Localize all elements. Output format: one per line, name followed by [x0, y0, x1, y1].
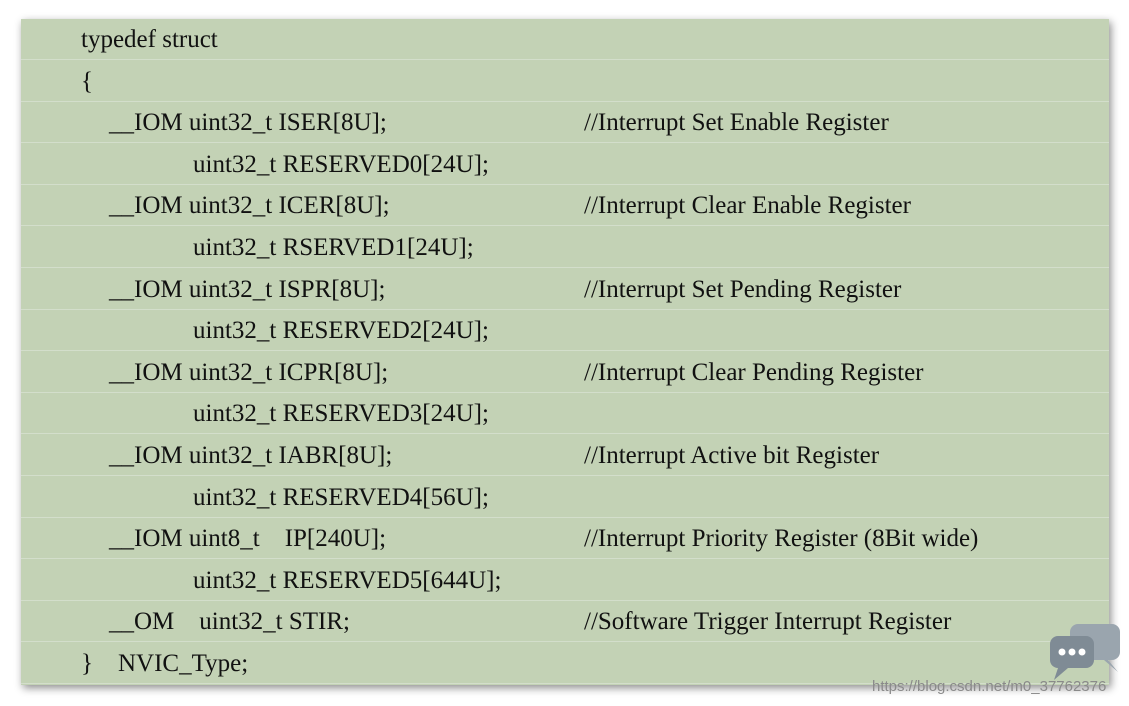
code-panel: typedef struct { __IOM uint32_t ISER[8U]; /… [21, 19, 1109, 685]
chat-bubbles-icon [1050, 624, 1120, 680]
code-text: uint32_t RSERVED1[24U]; [193, 234, 474, 261]
code-text: typedef struct [81, 26, 218, 53]
code-text: __IOM uint32_t ICER[8U]; [109, 192, 390, 220]
code-line: __IOM uint32_t ISPR[8U]; //Interrupt Set … [21, 269, 1109, 310]
code-text: uint32_t RESERVED0[24U]; [193, 150, 489, 178]
code-text: __IOM uint32_t IABR[8U]; [109, 442, 393, 469]
code-line: uint32_t RESERVED0[24U]; [21, 144, 1109, 185]
code-line: __IOM uint32_t ICPR[8U]; //Interrupt Clea… [21, 352, 1109, 393]
code-line: __IOM uint32_t ISER[8U]; //Interrupt Set … [21, 102, 1109, 144]
code-text: __OM uint32_t STIR; [109, 608, 350, 636]
code-text: } NVIC_Type; [81, 650, 249, 677]
code-line: } NVIC_Type; [21, 643, 1109, 684]
code-text: uint32_t RESERVED4[56U]; [193, 483, 489, 511]
code-line: __IOM uint8_t IP[240U]; //Interrupt Prior… [21, 518, 1109, 560]
code-text: __IOM uint8_t IP[240U]; [109, 525, 387, 553]
code-line: uint32_t RSERVED1[24U]; [21, 227, 1109, 268]
code-comment: //Interrupt Set Enable Register [584, 109, 889, 137]
code-line: uint32_t RESERVED4[56U]; [21, 477, 1109, 518]
code-line: __OM uint32_t STIR; //Software Trigger In… [21, 601, 1109, 643]
watermark-url: https://blog.csdn.net/m0_37762376 [872, 678, 1107, 695]
code-comment: //Software Trigger Interrupt Register [584, 608, 952, 636]
code-comment: //Interrupt Active bit Register [584, 442, 880, 469]
code-line: uint32_t RESERVED5[644U]; [21, 560, 1109, 601]
code-text: { [81, 67, 93, 95]
code-line: uint32_t RESERVED3[24U]; [21, 393, 1109, 435]
code-text: __IOM uint32_t ISPR[8U]; [109, 275, 386, 303]
code-text: uint32_t RESERVED2[24U]; [193, 317, 489, 345]
code-line: typedef struct [21, 19, 1109, 60]
code-text: __IOM uint32_t ISER[8U]; [109, 109, 387, 137]
code-comment: //Interrupt Clear Pending Register [584, 358, 924, 386]
code-line: uint32_t RESERVED2[24U]; [21, 310, 1109, 352]
code-line: __IOM uint32_t ICER[8U]; //Interrupt Clea… [21, 185, 1109, 227]
code-line: { [21, 61, 1109, 102]
code-comment: //Interrupt Set Pending Register [584, 275, 902, 303]
code-comment: //Interrupt Clear Enable Register [584, 192, 911, 220]
code-line: __IOM uint32_t IABR[8U]; //Interrupt Acti… [21, 435, 1109, 476]
code-text: __IOM uint32_t ICPR[8U]; [109, 358, 389, 386]
code-text: uint32_t RESERVED3[24U]; [193, 400, 489, 428]
code-text: uint32_t RESERVED5[644U]; [193, 566, 502, 594]
code-comment: //Interrupt Priority Register (8Bit wide… [584, 525, 979, 553]
